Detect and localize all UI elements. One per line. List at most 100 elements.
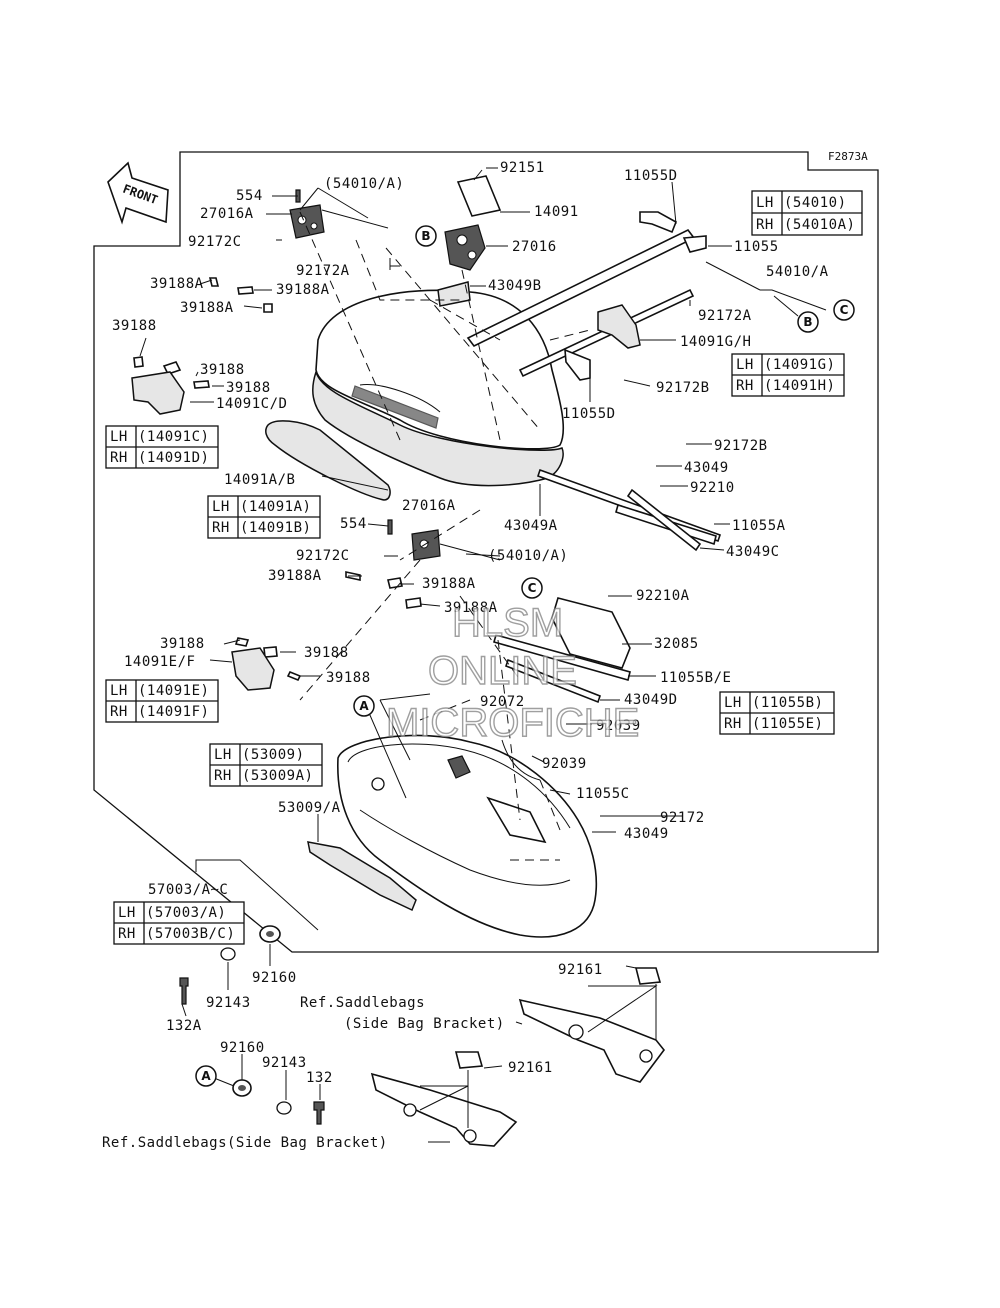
label-92172c-top: 92172C bbox=[188, 234, 242, 250]
label-92072: 92072 bbox=[480, 694, 525, 710]
rh-part: (11055E) bbox=[752, 716, 823, 732]
label-39188a-3: 39188A bbox=[180, 300, 234, 316]
callout-c-1: C bbox=[833, 299, 855, 321]
cover-14091cd-part bbox=[131, 371, 185, 415]
label-43049-2: 43049 bbox=[624, 826, 669, 842]
table-54010: LH RH (54010) (54010A) bbox=[751, 190, 863, 236]
label-92039-1: 92039 bbox=[596, 718, 641, 734]
label-43049a: 43049A bbox=[504, 518, 558, 534]
label-92172c-mid: 92172C bbox=[296, 548, 350, 564]
lh-part: (11055B) bbox=[752, 695, 823, 711]
rh-code: RH bbox=[212, 520, 230, 536]
label-39188a-6: 39188A bbox=[444, 600, 498, 616]
label-39188a-1: 39188A bbox=[150, 276, 204, 292]
label-554-top: 554 bbox=[236, 188, 263, 204]
rod-43049c-part bbox=[626, 488, 702, 552]
rh-code: RH bbox=[756, 217, 774, 233]
label-39188-1: 39188 bbox=[112, 318, 157, 334]
leader-lines bbox=[139, 167, 827, 1143]
label-92143-2: 92143 bbox=[262, 1055, 307, 1071]
lh-code: LH bbox=[214, 747, 232, 763]
table-14091ab: LH RH (14091A) (14091B) bbox=[207, 495, 321, 539]
dashed-guide-lines bbox=[299, 211, 591, 861]
label-92210: 92210 bbox=[690, 480, 735, 496]
callout-a-2: A bbox=[195, 1065, 217, 1087]
callout-letter: B bbox=[421, 229, 430, 243]
rh-part: (14091F) bbox=[138, 704, 209, 720]
bracket-11055d-mid bbox=[564, 348, 591, 381]
bolt-132a-part bbox=[179, 977, 189, 1005]
lh-code: LH bbox=[756, 195, 774, 211]
trim-53009-part bbox=[307, 841, 417, 912]
label-43049b: 43049B bbox=[488, 278, 542, 294]
plate-14091-part bbox=[456, 175, 502, 217]
lh-code: LH bbox=[724, 695, 742, 711]
washer-92143-part bbox=[220, 947, 236, 961]
label-39188-5: 39188 bbox=[304, 645, 349, 661]
rod-43049d-part bbox=[505, 658, 601, 704]
lh-part: (57003/A) bbox=[146, 905, 226, 921]
label-92172b-2: 92172B bbox=[714, 438, 768, 454]
label-39188-4: 39188 bbox=[160, 636, 205, 652]
label-11055d-top: 11055D bbox=[624, 168, 678, 184]
callout-letter: A bbox=[201, 1069, 211, 1083]
lh-part: (14091C) bbox=[138, 429, 209, 445]
callout-b-1: B bbox=[415, 225, 437, 247]
lh-code: LH bbox=[110, 429, 128, 445]
label-39188-3: 39188 bbox=[226, 380, 271, 396]
callout-letter: B bbox=[803, 315, 812, 329]
label-39188-6: 39188 bbox=[326, 670, 371, 686]
table-14091ef: LH RH (14091E) (14091F) bbox=[105, 679, 219, 723]
table-57003: LH RH (57003/A) (57003B/C) bbox=[113, 901, 245, 945]
pads-top-group bbox=[133, 277, 273, 389]
reference-notes: Ref.Saddlebags (Side Bag Bracket) Ref.Sa… bbox=[102, 995, 505, 1151]
grommet-92160-lower bbox=[232, 1079, 252, 1097]
side-bag-bracket-upper bbox=[518, 967, 666, 1083]
lower-bag-part bbox=[337, 734, 598, 938]
wire-92072-part bbox=[501, 739, 541, 781]
label-92172a-left: 92172A bbox=[296, 263, 350, 279]
callout-letter: C bbox=[528, 581, 537, 595]
lh-code: LH bbox=[118, 905, 136, 921]
rh-part: (14091D) bbox=[138, 450, 209, 466]
table-14091gh: LH RH (14091G) (14091H) bbox=[731, 353, 845, 397]
watermark-line-3: MICROFICHE bbox=[386, 701, 639, 745]
trim-strip-part bbox=[265, 420, 391, 501]
callout-a-1: A bbox=[353, 695, 375, 717]
label-132: 132 bbox=[306, 1070, 333, 1086]
rh-code: RH bbox=[110, 704, 128, 720]
rh-code: RH bbox=[736, 378, 754, 394]
table-53009: LH RH (53009) (53009A) bbox=[209, 743, 323, 787]
label-39188a-5: 39188A bbox=[422, 576, 476, 592]
label-27016a-top: 27016A bbox=[200, 206, 254, 222]
label-92161-2: 92161 bbox=[508, 1060, 553, 1076]
lh-code: LH bbox=[736, 357, 754, 373]
rh-code: RH bbox=[724, 716, 742, 732]
table-14091cd: LH RH (14091C) (14091D) bbox=[105, 425, 219, 469]
label-14091gh: 14091G/H bbox=[680, 334, 751, 350]
label-14091: 14091 bbox=[534, 204, 579, 220]
label-92172b-1: 92172B bbox=[656, 380, 710, 396]
label-14091ab: 14091A/B bbox=[224, 472, 295, 488]
lh-code: LH bbox=[212, 499, 230, 515]
label-39188a-4: 39188A bbox=[268, 568, 322, 584]
label-92172: 92172 bbox=[660, 810, 705, 826]
bumper-43049b-part bbox=[437, 281, 471, 307]
label-39188a-2: 39188A bbox=[276, 282, 330, 298]
part-labels: 92151 554 (54010/A) 27016A 92172C 14091 … bbox=[112, 160, 828, 1086]
watermark: HLSM ONLINE MICROFICHE bbox=[385, 600, 640, 745]
lh-part: (53009) bbox=[242, 747, 305, 763]
assembly-frame bbox=[93, 151, 879, 953]
ref-side-bag-bracket-1: (Side Bag Bracket) bbox=[344, 1016, 505, 1032]
bolt-132-part bbox=[313, 1101, 325, 1125]
screw-554-mid bbox=[387, 519, 393, 535]
cover-14091ef-part bbox=[231, 647, 275, 691]
rh-part: (57003B/C) bbox=[146, 926, 235, 942]
label-554-mid: 554 bbox=[340, 516, 367, 532]
label-92160-1: 92160 bbox=[252, 970, 297, 986]
label-43049c: 43049C bbox=[726, 544, 780, 560]
figure-code: F2873A bbox=[828, 150, 868, 163]
watermark-line-2: ONLINE bbox=[428, 649, 577, 693]
bracket-11055d-top bbox=[639, 211, 678, 234]
